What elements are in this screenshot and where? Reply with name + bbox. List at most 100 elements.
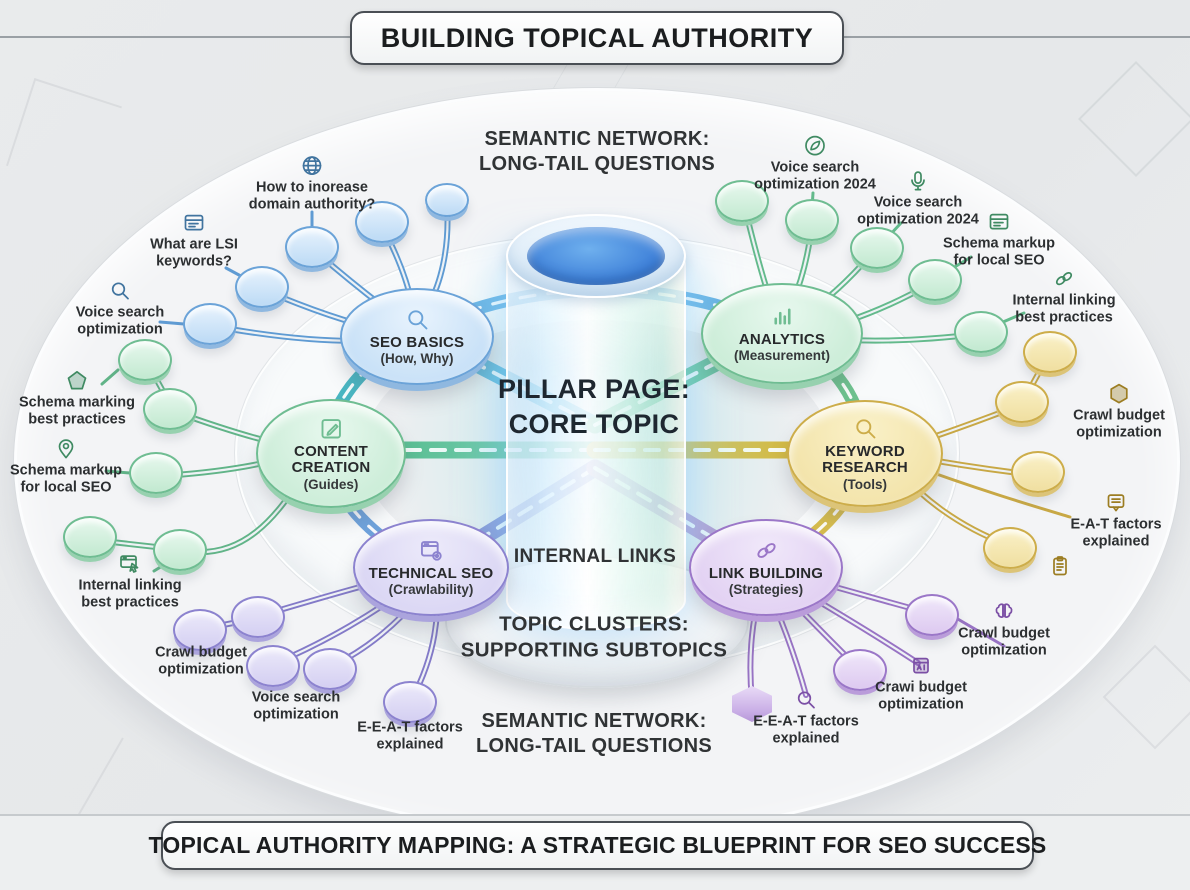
leaf-internal-linking-right: Internal linking best practices: [974, 267, 1154, 328]
connector-path: [954, 616, 1006, 648]
node-technical-seo: TECHNICAL SEO (Crawlability): [353, 519, 509, 616]
cluster-bubble: [355, 201, 409, 243]
connector-path: [104, 469, 132, 475]
clipboard-icon: [1048, 554, 1072, 578]
browser-gear-icon: [418, 537, 445, 564]
cluster-bubble: [235, 266, 289, 308]
leaf-voice-search-2024-leaf: Voice search optimization 2024: [725, 134, 905, 195]
brain-icon: [992, 600, 1016, 624]
leaf-crawi-budget-bottom-right: Crawi budget optimization: [831, 654, 1011, 715]
cluster-bubble: [785, 199, 839, 241]
leaf-voice-search-bottom-left: Voice search optimization: [206, 690, 386, 725]
pillar-cylinder-top: [506, 214, 686, 298]
leaf-label: Crawi budget optimization: [875, 679, 967, 713]
magnifier-icon: [404, 306, 431, 333]
pentagon-icon: [65, 369, 89, 393]
cluster-bubble: [954, 311, 1008, 353]
node-link-building: LINK BUILDING (Strategies): [689, 519, 843, 616]
pillar-cylinder-body: [506, 254, 686, 630]
leaf-label: Crawl budget optimization: [155, 644, 247, 678]
topic-clusters-label: TOPIC CLUSTERS: SUPPORTING SUBTOPICS: [460, 612, 728, 661]
cluster-bubble: [995, 381, 1049, 423]
leaf-label: Schema marking best practices: [18, 394, 136, 428]
doc-bubble-icon: [1104, 491, 1128, 515]
leaf-label: Voice search optimization: [75, 304, 165, 338]
leaf-crawl-budget-hex-right: Crawl budget optimization: [1029, 382, 1190, 443]
node-title: SEO BASICS: [369, 333, 465, 351]
pillar-cylinder-top-inner: [527, 227, 665, 285]
microphone-icon: [906, 169, 930, 193]
internal-links-label: INTERNAL LINKS: [513, 546, 677, 568]
leaf-eeat-bottom-right: E-E-A-T factors explained: [716, 688, 896, 749]
footer-title: TOPICAL AUTHORITY MAPPING: A STRATEGIC B…: [148, 832, 1047, 858]
pillar-label: PILLAR PAGE: CORE TOPIC: [497, 374, 691, 439]
node-title: ANALYTICS: [738, 330, 826, 348]
cluster-bubble: [231, 596, 285, 638]
leaf-label: E-E-A-T factors explained: [357, 719, 463, 753]
leaf-label: E-E-A-T factors explained: [753, 713, 859, 747]
connector-path: [763, 448, 864, 567]
node-keyword-research: KEYWORD RESEARCH (Tools): [787, 400, 943, 507]
leaf-eat-factors-right: E-A-T factors explained: [1026, 491, 1190, 552]
cluster-bubble: [118, 339, 172, 381]
cluster-bubble: [303, 648, 357, 690]
connector-path: [158, 320, 186, 326]
node-subtitle: (Measurement): [733, 348, 831, 364]
leaf-label: What are LSI keywords?: [150, 236, 238, 270]
cluster-bubble: [983, 527, 1037, 569]
semantic-network-label-top: SEMANTIC NETWORK: LONG-TAIL QUESTIONS: [478, 128, 716, 175]
leaf-label: E-A-T factors explained: [1070, 516, 1162, 550]
leaf-schema-markup-local-seo-right: Schema markup for local SEO: [909, 210, 1089, 271]
node-seo-basics: SEO BASICS (How, Why): [340, 288, 494, 385]
cluster-bubble: [285, 226, 339, 268]
bar-chart-icon: [769, 303, 796, 330]
cluster-bubble: [905, 594, 959, 636]
hexagon-icon: [1107, 382, 1131, 406]
cluster-bubble: [173, 609, 227, 651]
leaf-label: Internal linking best practices: [78, 577, 182, 611]
node-title: LINK BUILDING: [708, 564, 824, 582]
cluster-bubble: [143, 388, 197, 430]
browser-cursor-icon: [118, 552, 142, 576]
bottom-banner: TOPICAL AUTHORITY MAPPING: A STRATEGIC B…: [149, 821, 1046, 870]
page-title: BUILDING TOPICAL AUTHORITY: [380, 22, 814, 53]
node-subtitle: (Crawlability): [388, 582, 474, 598]
cluster-bubble: [129, 452, 183, 494]
cluster-bubble: [850, 227, 904, 269]
leaf-label: How to inorease domain authority?: [248, 179, 376, 213]
leaf-internal-linking-left: Internal linking best practices: [40, 552, 220, 613]
node-content-creation: CONTENT CREATION (Guides): [256, 399, 406, 508]
leaf-label: Schema markup for local SEO: [9, 462, 123, 496]
leaf-schema-marking-best-practices: Schema marking best practices: [0, 369, 167, 430]
node-analytics: ANALYTICS (Measurement): [701, 283, 863, 384]
leaf-voice-search-optimization-left: Voice search optimization: [30, 279, 210, 340]
leaf-crawl-budget-bottom-left: Crawl budget optimization: [111, 645, 291, 680]
ai-box-icon: [909, 654, 933, 678]
magnifier-icon: [108, 279, 132, 303]
bottom-divider-line: [0, 814, 1190, 816]
browser-icon: [182, 211, 206, 235]
chain-link-icon: [1052, 267, 1076, 291]
leaf-crawl-budget-brain-right: Crawl budget optimization: [914, 600, 1094, 661]
node-title: CONTENT CREATION: [291, 442, 371, 477]
magnifier-icon: [794, 688, 818, 712]
cluster-bubble: [153, 529, 207, 571]
pillar-page-cylinder: PILLAR PAGE: CORE TOPIC: [498, 214, 690, 656]
node-subtitle: (Guides): [303, 476, 359, 492]
cluster-bubble: [908, 259, 962, 301]
node-title: KEYWORD RESEARCH: [822, 442, 908, 477]
leaf-voice-search-2024-mic: Voice search optimization 2024: [828, 169, 1008, 230]
cluster-bubble: [383, 681, 437, 723]
cluster-bubble: [1023, 331, 1077, 373]
cluster-bubble: [425, 183, 469, 217]
top-banner: BUILDING TOPICAL AUTHORITY: [350, 11, 844, 65]
leaf-label: Schema markup for local SEO: [942, 235, 1056, 269]
node-subtitle: (How, Why): [380, 351, 454, 367]
leaf-what-are-lsi-keywords: What are LSI keywords?: [104, 211, 284, 272]
edit-icon: [318, 415, 345, 442]
cluster-bubble: [833, 649, 887, 691]
cluster-bubble: [1011, 451, 1065, 493]
cluster-bubble: [715, 180, 769, 222]
globe-icon: [300, 154, 324, 178]
leaf-label: Voice search optimization 2024: [857, 194, 979, 228]
